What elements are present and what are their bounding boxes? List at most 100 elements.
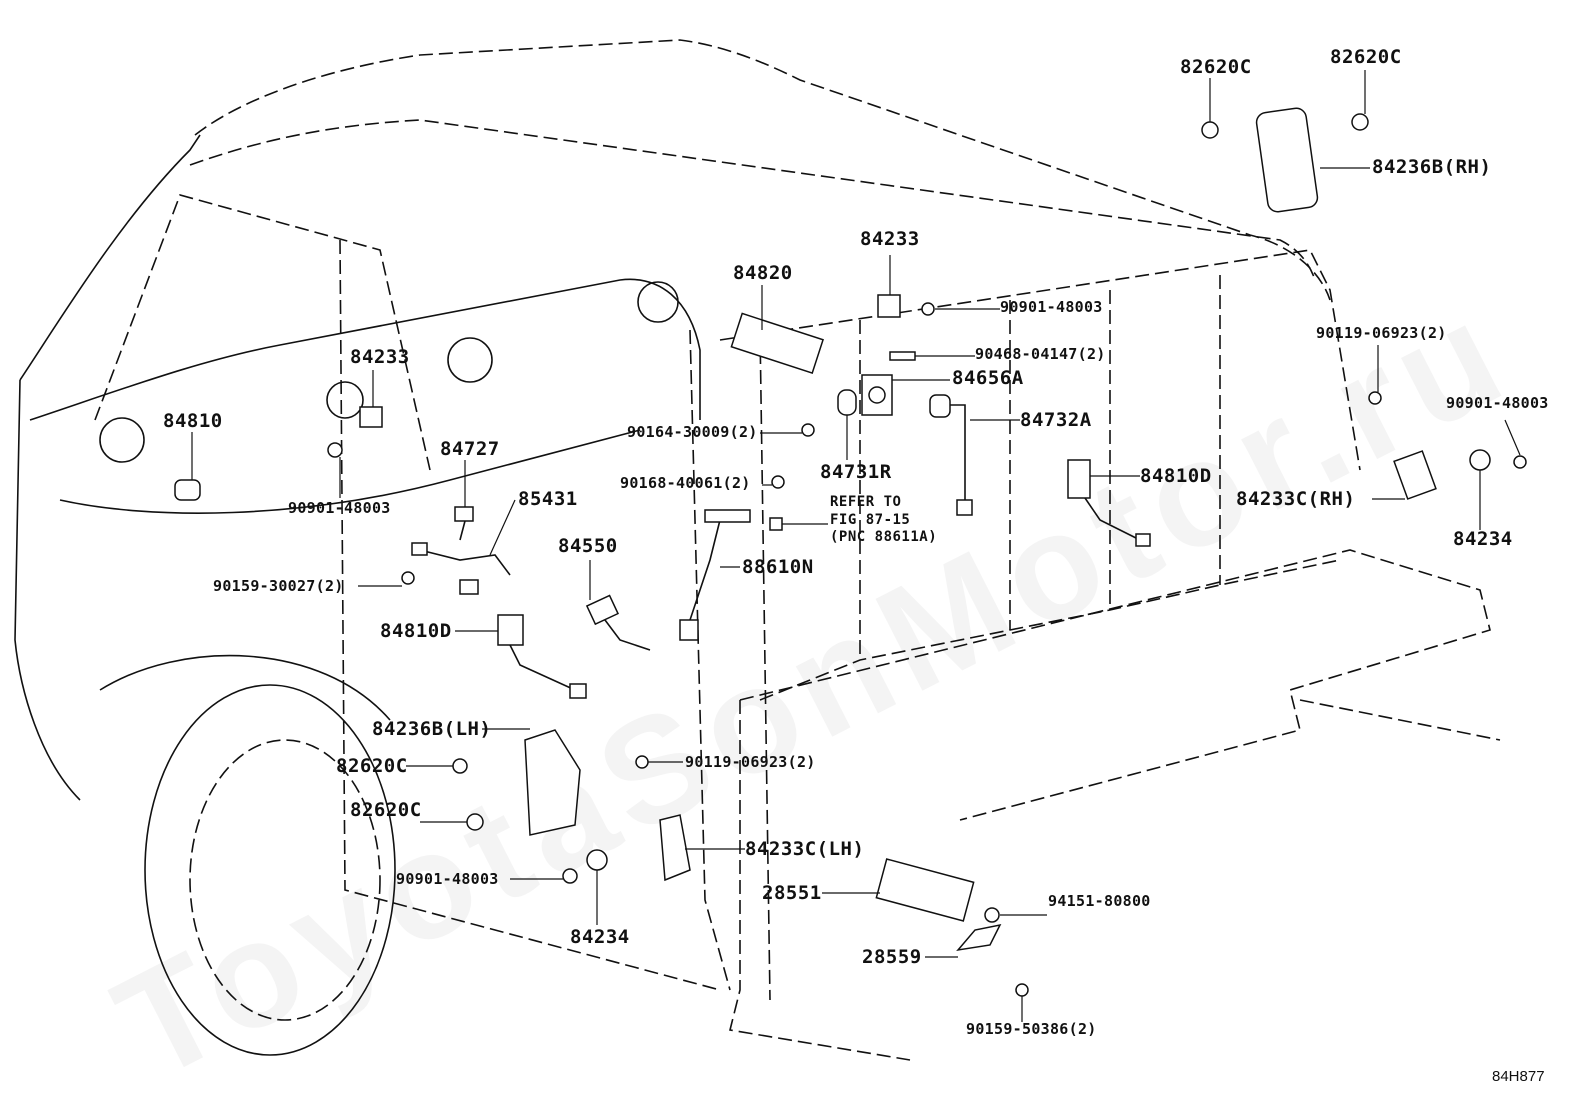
label-84732a: 84732A bbox=[1020, 409, 1092, 431]
part-88611a-clip bbox=[769, 517, 783, 531]
label-84550: 84550 bbox=[558, 535, 618, 557]
part-84820-switch bbox=[730, 312, 824, 374]
body-front-outline bbox=[19, 134, 201, 381]
front-wheel-inner bbox=[189, 739, 381, 1021]
bed-floor bbox=[739, 549, 1491, 821]
bolt-90119-lower bbox=[635, 755, 649, 769]
bolt-right bbox=[1513, 455, 1527, 469]
label-84233c-rh: 84233C(RH) bbox=[1236, 488, 1356, 510]
label-82620c-top-right: 82620C bbox=[1330, 46, 1402, 68]
leader-90901-right bbox=[1504, 419, 1521, 456]
label-84236b-lh: 84236B(LH) bbox=[372, 718, 492, 740]
part-84810d-left-plug bbox=[569, 683, 587, 699]
bolt-90168 bbox=[771, 475, 785, 489]
label-84234-right: 84234 bbox=[1453, 528, 1513, 550]
label-90901-48003-bottom: 90901-48003 bbox=[396, 870, 499, 888]
part-84810 bbox=[174, 479, 201, 501]
part-84731r bbox=[837, 389, 857, 416]
bolt-90159-30027 bbox=[401, 571, 415, 585]
bolt-top bbox=[921, 302, 935, 316]
label-90159-30027: 90159-30027(2) bbox=[213, 577, 344, 595]
part-88610n-bracket bbox=[704, 509, 751, 523]
rear-lower bbox=[1299, 699, 1501, 741]
label-84234-bottom: 84234 bbox=[570, 926, 630, 948]
part-84810d-left bbox=[497, 614, 524, 646]
refer-note-line1: REFER TO bbox=[830, 494, 902, 510]
part-85431-plug-b bbox=[459, 579, 479, 595]
dash-lower bbox=[59, 429, 641, 514]
clip-82620c-tl bbox=[1201, 121, 1219, 139]
label-88610n: 88610N bbox=[742, 556, 814, 578]
label-90901-48003-left: 90901-48003 bbox=[288, 499, 391, 517]
refer-note: REFER TO FIG 87-15 (PNC 88611A) bbox=[830, 494, 937, 547]
center-pillar bbox=[689, 329, 731, 991]
clip-82620c-mid2 bbox=[466, 813, 484, 831]
refer-note-line2: FIG 87-15 bbox=[830, 511, 911, 528]
part-84732a-wire bbox=[950, 404, 966, 500]
label-82620c-mid1: 82620C bbox=[336, 755, 408, 777]
gauge-left bbox=[99, 417, 145, 463]
part-84732a-plug bbox=[956, 499, 973, 516]
windshield bbox=[94, 194, 431, 471]
bolt-left bbox=[327, 442, 343, 458]
bolt-90164 bbox=[801, 423, 815, 437]
front-wheel-outer bbox=[144, 684, 396, 1056]
label-90159-50386: 90159-50386(2) bbox=[966, 1020, 1097, 1038]
label-90119-06923-right: 90119-06923(2) bbox=[1316, 324, 1447, 342]
gauge-right bbox=[637, 281, 679, 323]
gauge-center bbox=[447, 337, 493, 383]
part-84810d-right-wire bbox=[1084, 497, 1141, 541]
part-28559-bracket bbox=[956, 923, 1002, 952]
body-front-lower bbox=[14, 379, 81, 801]
part-84234-right bbox=[1469, 449, 1491, 471]
part-84233c-lh bbox=[659, 814, 691, 882]
wheel-arch bbox=[99, 654, 391, 721]
part-84233-left bbox=[359, 406, 383, 428]
label-84810d-right: 84810D bbox=[1140, 465, 1212, 487]
part-84727-wire bbox=[459, 520, 466, 541]
part-84236b-lh bbox=[524, 729, 581, 836]
refer-note-line3: (PNC 88611A) bbox=[830, 529, 938, 545]
part-84810d-right bbox=[1067, 459, 1091, 499]
label-84731r: 84731R bbox=[820, 461, 892, 483]
label-84820: 84820 bbox=[733, 262, 793, 284]
label-84810d-left: 84810D bbox=[380, 620, 452, 642]
part-85431-harness bbox=[419, 549, 511, 576]
part-84233-top bbox=[877, 294, 901, 318]
center-pillar-2 bbox=[759, 329, 771, 1001]
part-84732a bbox=[929, 394, 951, 418]
nut-94151 bbox=[984, 907, 1000, 923]
bolt-90159-50386 bbox=[1015, 983, 1029, 997]
part-84810d-right-plug bbox=[1135, 533, 1151, 547]
clip-82620c-mid1 bbox=[452, 758, 468, 774]
gauge-mid bbox=[326, 381, 364, 419]
label-94151-80800: 94151-80800 bbox=[1048, 892, 1151, 910]
label-28551: 28551 bbox=[762, 882, 822, 904]
label-82620c-mid2: 82620C bbox=[350, 799, 422, 821]
roof-inner bbox=[189, 119, 1316, 281]
part-88610n-cable bbox=[689, 519, 721, 621]
label-28559: 28559 bbox=[862, 946, 922, 968]
figure-code: 84H877 bbox=[1492, 1068, 1545, 1085]
part-90468-clip bbox=[889, 351, 916, 361]
label-90119-06923-lower: 90119-06923(2) bbox=[685, 753, 816, 771]
label-90901-48003-top: 90901-48003 bbox=[1000, 298, 1103, 316]
label-84727: 84727 bbox=[440, 438, 500, 460]
part-85431-plug-a bbox=[411, 542, 428, 556]
part-84810d-left-wire bbox=[509, 644, 576, 691]
part-84550 bbox=[585, 594, 620, 626]
part-84656a-hole bbox=[868, 386, 886, 404]
bed-rail bbox=[719, 249, 1361, 471]
part-88610n-plug bbox=[679, 619, 699, 641]
part-28551-module bbox=[875, 858, 975, 922]
part-84233c-rh bbox=[1393, 450, 1437, 500]
bed-front bbox=[729, 700, 911, 1061]
bolt-bottom bbox=[562, 868, 578, 884]
label-84656a: 84656A bbox=[952, 367, 1024, 389]
label-84233-top: 84233 bbox=[860, 228, 920, 250]
label-84236b-rh: 84236B(RH) bbox=[1372, 156, 1492, 178]
label-84233-left: 84233 bbox=[350, 346, 410, 368]
part-84550-wire bbox=[604, 619, 651, 651]
part-84234-bottom bbox=[586, 849, 608, 871]
